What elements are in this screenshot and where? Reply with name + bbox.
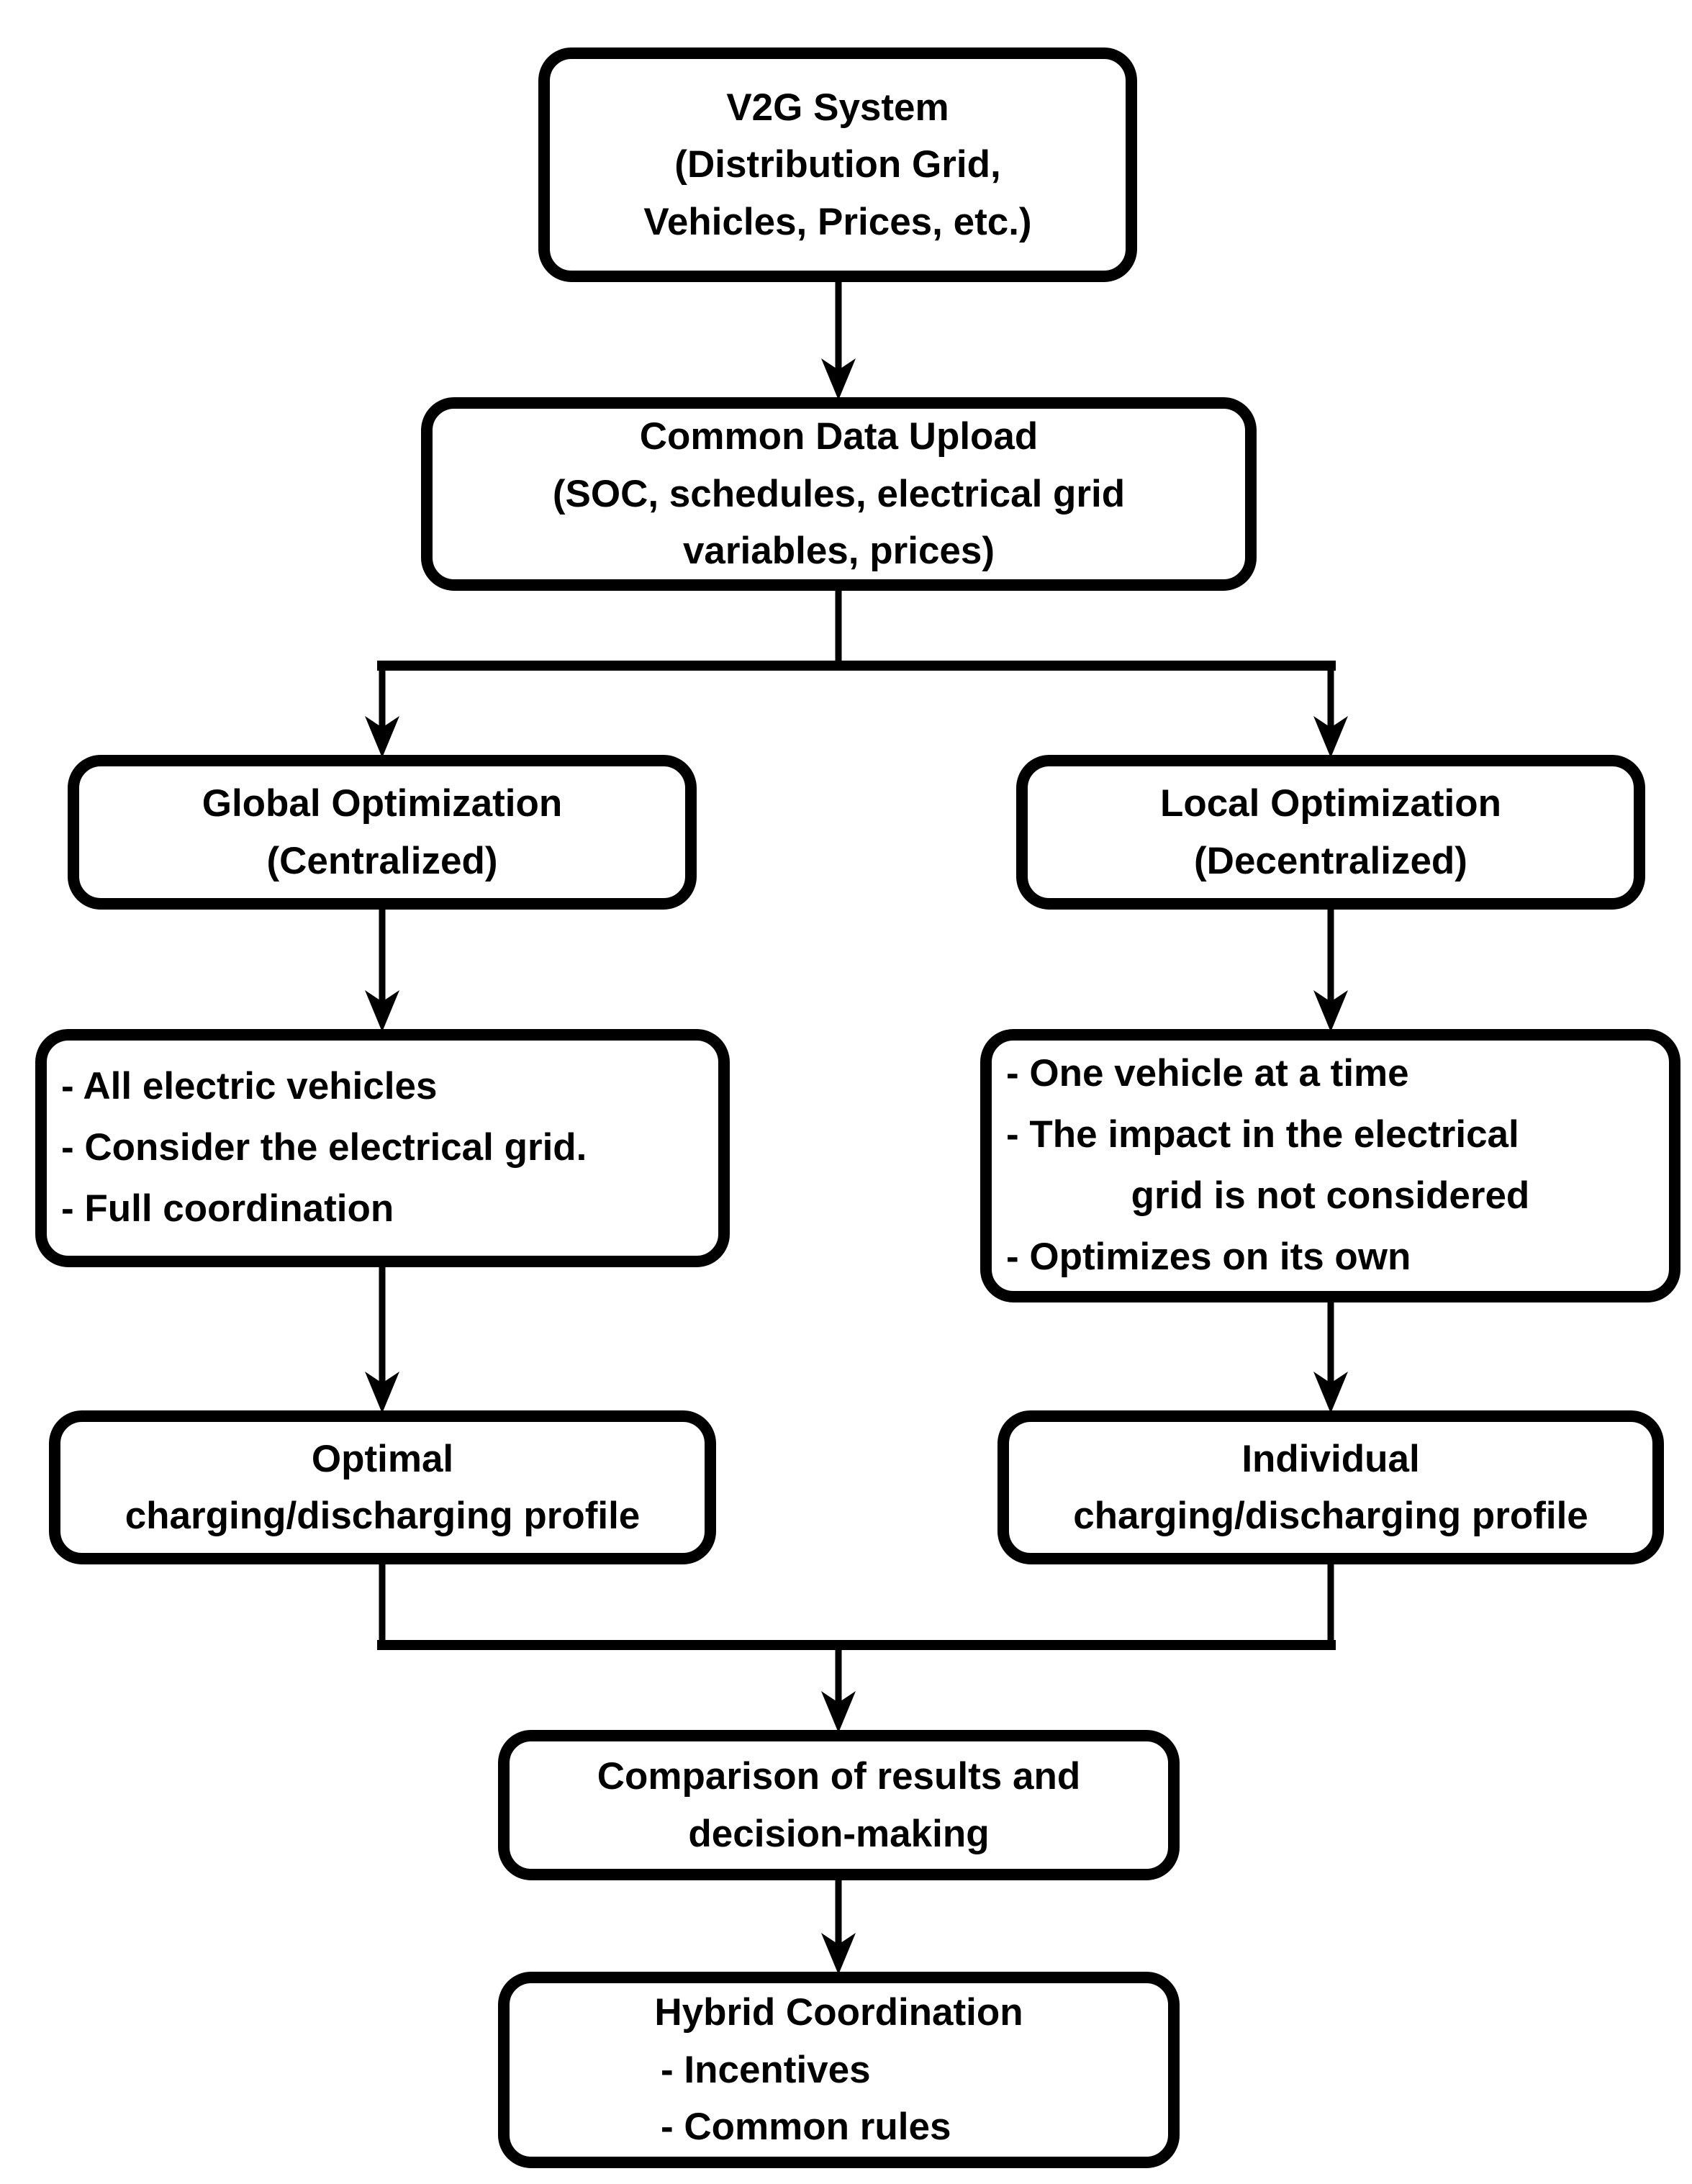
bullet-line: - All electric vehicles <box>61 1065 438 1108</box>
arrow-split-to-local <box>1313 666 1348 758</box>
node-local-optimization: Local Optimization (Decentralized) <box>1016 755 1645 910</box>
node-v2g-system: V2G System (Distribution Grid, Vehicles,… <box>538 47 1137 282</box>
bullet-line: - One vehicle at a time <box>1006 1052 1409 1095</box>
node-line: Hybrid Coordination <box>654 1991 1023 2034</box>
bullet-line-continuation: grid is not considered <box>1131 1174 1530 1217</box>
node-comparison: Comparison of results and decision-makin… <box>498 1730 1180 1880</box>
node-line: Optimal <box>311 1437 454 1480</box>
node-line: (Centralized) <box>266 839 498 882</box>
node-line: V2G System <box>726 86 949 129</box>
node-global-optimization: Global Optimization (Centralized) <box>68 755 697 910</box>
bullet-line: - The impact in the electrical <box>1006 1113 1519 1156</box>
node-line: (SOC, schedules, electrical grid <box>552 472 1126 515</box>
node-optimal-profile: Optimal charging/discharging profile <box>49 1410 716 1564</box>
node-local-features: - One vehicle at a time - The impact in … <box>980 1029 1680 1302</box>
connector-individual-to-merge-bar <box>1327 1564 1334 1645</box>
arrow-local-to-features <box>1313 910 1348 1032</box>
node-line: Vehicles, Prices, etc.) <box>643 200 1032 243</box>
arrow-global-to-features <box>365 910 399 1032</box>
node-line: Local Optimization <box>1159 782 1502 825</box>
bullet-line: - Consider the electrical grid. <box>61 1126 587 1169</box>
bullet-line: - Common rules <box>661 2106 951 2149</box>
bullet-line: - Optimizes on its own <box>1006 1235 1411 1278</box>
node-line: charging/discharging profile <box>1073 1495 1588 1537</box>
node-line: decision-making <box>688 1812 990 1855</box>
node-global-features: - All electric vehicles - Consider the e… <box>35 1029 730 1267</box>
node-hybrid-coordination: Hybrid Coordination - Incentives - Commo… <box>498 1972 1180 2168</box>
connector-optimal-to-merge-bar <box>379 1564 386 1645</box>
arrow-comparison-to-hybrid <box>821 1880 856 1975</box>
bullet-line: - Incentives <box>661 2048 871 2091</box>
node-line: Comparison of results and <box>597 1755 1081 1798</box>
split-bar <box>377 661 1336 671</box>
node-line: charging/discharging profile <box>125 1495 641 1537</box>
bullet-line: - Full coordination <box>61 1187 394 1230</box>
node-line: Global Optimization <box>202 782 563 825</box>
node-line: Individual <box>1241 1437 1420 1480</box>
node-line: variables, prices) <box>682 530 995 573</box>
arrow-features-to-optimal-profile <box>365 1267 399 1413</box>
node-line: (Distribution Grid, <box>674 143 1001 186</box>
node-line: Common Data Upload <box>639 415 1039 458</box>
node-individual-profile: Individual charging/discharging profile <box>997 1410 1664 1564</box>
node-line: (Decentralized) <box>1194 839 1467 882</box>
merge-bar <box>377 1640 1336 1650</box>
arrow-split-to-global <box>365 666 399 758</box>
arrow-v2g-to-upload <box>821 282 856 400</box>
arrow-features-to-individual-profile <box>1313 1302 1348 1413</box>
node-common-data-upload: Common Data Upload (SOC, schedules, elec… <box>421 397 1257 591</box>
connector-upload-to-split-bar <box>835 591 842 671</box>
arrow-merge-to-comparison <box>821 1650 856 1733</box>
